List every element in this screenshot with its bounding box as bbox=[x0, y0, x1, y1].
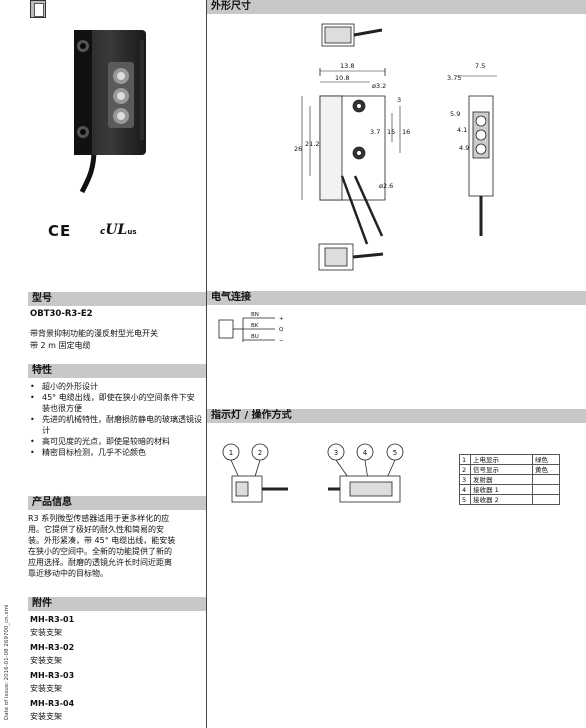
accessory-code: MH-R3-03 bbox=[30, 671, 75, 680]
led-num: 3 bbox=[459, 474, 471, 485]
wire-bu: BU bbox=[251, 334, 259, 340]
dim-label: 10.8 bbox=[335, 74, 349, 82]
accessory-desc: 安装支架 bbox=[30, 712, 62, 721]
indicators-header: 指示灯 / 操作方式 bbox=[207, 409, 586, 423]
model-desc-1: 带背景抑制功能的漫反射型光电开关 bbox=[30, 329, 158, 338]
product-info-line: 用。它提供了极好的耐久性和简易的安 bbox=[28, 525, 164, 534]
callout-3: 3 bbox=[334, 449, 338, 457]
accessory-code: MH-R3-04 bbox=[30, 699, 75, 708]
accessory-desc: 安装支架 bbox=[30, 628, 62, 637]
dim-label: 3.7 bbox=[370, 128, 380, 136]
model-code: OBT30-R3-E2 bbox=[30, 309, 93, 319]
accessories-list: MH-R3-01 安装支架 MH-R3-02 安装支架 MH-R3-03 安装支… bbox=[30, 613, 200, 723]
wire-minus: − bbox=[279, 338, 284, 344]
table-row: 5 接收器 2 bbox=[459, 494, 560, 505]
product-info-line: 应用选择。耐磨的透镜允许长时间近距离 bbox=[28, 558, 172, 567]
led-num: 4 bbox=[459, 484, 471, 495]
wire-q: Q bbox=[279, 327, 284, 333]
led-label: 接收器 1 bbox=[470, 484, 533, 495]
dim-label: 4.9 bbox=[459, 144, 469, 152]
feature-item: 超小的外形设计 bbox=[28, 381, 202, 392]
front-view bbox=[457, 75, 497, 236]
led-label: 上电显示 bbox=[470, 454, 533, 465]
product-info-text: R3 系列微型传感器适用于更多样化的应 用。它提供了极好的耐久性和简易的安 装。… bbox=[28, 513, 206, 579]
led-num: 5 bbox=[459, 494, 471, 505]
dim-label: 7.5 bbox=[475, 62, 485, 70]
ul-mark: cULus bbox=[100, 222, 137, 238]
features-list: 超小的外形设计 45° 电缆出线，即使在狭小的空间条件下安装也很方便 先进的机械… bbox=[28, 381, 202, 458]
accessory-code: MH-R3-01 bbox=[30, 615, 75, 624]
side-view bbox=[301, 68, 401, 245]
accessory-desc: 安装支架 bbox=[30, 656, 62, 665]
dimensions-header: 外形尺寸 bbox=[207, 0, 586, 14]
top-view bbox=[321, 23, 383, 47]
dim-label: 4.1 bbox=[457, 126, 467, 134]
table-row: 4 接收器 1 bbox=[459, 484, 560, 495]
accessory-code: MH-R3-02 bbox=[30, 643, 75, 652]
callout-5: 5 bbox=[393, 449, 397, 457]
ul-main: UL bbox=[105, 222, 128, 238]
model-desc-2: 带 2 m 固定电缆 bbox=[30, 341, 91, 350]
table-row: 3 发射器 bbox=[459, 474, 560, 485]
dim-label: 5.9 bbox=[450, 110, 460, 118]
led-color bbox=[532, 484, 560, 495]
wire-bk: BK bbox=[251, 323, 259, 329]
dim-label: 13.8 bbox=[340, 62, 354, 70]
led-label: 接收器 2 bbox=[470, 494, 533, 505]
callout-1: 1 bbox=[229, 449, 233, 457]
product-photo bbox=[74, 30, 146, 194]
feature-item: 高可见度的光点，即使是较暗的材料 bbox=[28, 436, 202, 447]
led-color: 绿色 bbox=[532, 454, 560, 465]
feature-item: 先进的机械特性，耐磨损防静电的玻璃透镜设计 bbox=[28, 414, 202, 436]
accessories-header: 附件 bbox=[28, 597, 206, 611]
dim-label: 15 bbox=[387, 128, 395, 136]
product-info-header: 产品信息 bbox=[28, 496, 206, 510]
callout-2: 2 bbox=[258, 449, 262, 457]
feature-item: 精密目标检测，几乎不论颜色 bbox=[28, 447, 202, 458]
product-info-line: 在狭小的空间中。全新的功能提供了新的 bbox=[28, 547, 172, 556]
model-header: 型号 bbox=[28, 292, 206, 306]
dim-label: 26 bbox=[294, 145, 302, 153]
indicator-table: 1 上电显示 绿色 2 信号显示 黄色 3 发射器 4 接收器 1 5 接收器 … bbox=[459, 454, 560, 505]
feature-item: 45° 电缆出线，即使在狭小的空间条件下安装也很方便 bbox=[28, 392, 202, 414]
electrical-header: 电气连接 bbox=[207, 291, 586, 305]
accessory-desc: 安装支架 bbox=[30, 684, 62, 693]
ul-c: c bbox=[100, 227, 106, 237]
wiring-diagram: BN BK BU + Q − bbox=[218, 312, 284, 344]
side-issue-date: Date of issue: 2016-01-08 269700_cn.xml bbox=[4, 604, 10, 720]
dim-label: 16 bbox=[402, 128, 410, 136]
top-left-icon bbox=[30, 0, 46, 18]
ul-us: us bbox=[127, 228, 137, 236]
product-info-line: R3 系列微型传感器适用于更多样化的应 bbox=[28, 514, 170, 523]
indicator-drawing: 1 2 3 4 5 bbox=[222, 443, 404, 503]
features-header: 特性 bbox=[28, 364, 206, 378]
callout-4: 4 bbox=[363, 449, 368, 457]
dim-label: 21.2 bbox=[305, 140, 319, 148]
dim-label: ø3.2 bbox=[372, 82, 386, 90]
dimension-drawing: 13.8 10.8 ø3.2 3 26 21.2 3.7 15 16 ø2.6 … bbox=[294, 23, 497, 271]
dim-label: ø2.6 bbox=[379, 182, 393, 190]
wire-plus: + bbox=[279, 316, 284, 322]
led-num: 1 bbox=[459, 454, 471, 465]
led-label: 发射器 bbox=[470, 474, 533, 485]
product-info-line: 装。外形紧凑，带 45° 电缆出线，能安装 bbox=[28, 536, 176, 545]
dim-label: 3 bbox=[397, 96, 401, 104]
table-row: 2 信号显示 黄色 bbox=[459, 464, 560, 475]
dim-label: 3.75 bbox=[447, 74, 461, 82]
led-color: 黄色 bbox=[532, 464, 560, 475]
led-color bbox=[532, 474, 560, 485]
bottom-view bbox=[318, 243, 384, 271]
led-color bbox=[532, 494, 560, 505]
led-num: 2 bbox=[459, 464, 471, 475]
wire-bn: BN bbox=[251, 312, 259, 318]
led-label: 信号显示 bbox=[470, 464, 533, 475]
table-row: 1 上电显示 绿色 bbox=[459, 454, 560, 465]
product-info-line: 靠近移动中的目标物。 bbox=[28, 569, 108, 578]
ce-mark: CE bbox=[48, 222, 72, 240]
column-divider bbox=[206, 0, 207, 728]
